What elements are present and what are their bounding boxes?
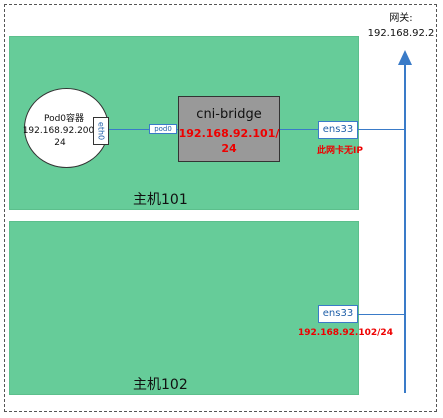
eth0-label: eth0 [96,121,106,141]
eth0-interface: eth0 [93,117,109,145]
host-102-label: 主机102 [133,377,188,393]
host-102-ens33: ens33 [318,305,358,323]
cni-bridge-ip: 192.168.92.101/ 24 [178,126,280,156]
outer-frame [4,4,437,412]
pod0-ip-line2: 24 [54,138,66,148]
eth0-to-bridge-link [109,129,178,130]
pod0-ip: 192.168.92.200/ 24 [22,125,98,149]
gateway-title: 网关: [389,13,413,24]
host-101-ens33: ens33 [318,121,358,139]
host-101-label: 主机101 [133,192,188,208]
cni-bridge-ip-line2: 24 [221,142,237,155]
gateway-ip: 192.168.92.2 [367,28,435,39]
pod0-title: Pod0容器 [43,114,85,124]
pod0-ip-line1: 192.168.92.200/ [22,126,98,136]
cni-bridge-ip-line1: 192.168.92.101/ [178,127,280,140]
host-102-box [9,221,359,395]
host-101-ens33-to-gateway-link [358,129,405,130]
gateway-arrow-head [398,50,412,65]
bridge-to-ens33-link [280,129,318,130]
gateway-vertical-line [404,64,406,393]
cni-bridge-box [178,96,280,162]
gateway-label: 网关: 192.168.92.2 [362,11,440,41]
host-101-ens33-note: 此网卡无IP [317,146,363,156]
host-102-ens33-to-gateway-link [358,314,405,315]
cni-bridge-name: cni-bridge [196,107,262,122]
host-102-ens33-ip: 192.168.92.102/24 [298,328,393,338]
pod0-veth: pod0 [149,124,177,134]
